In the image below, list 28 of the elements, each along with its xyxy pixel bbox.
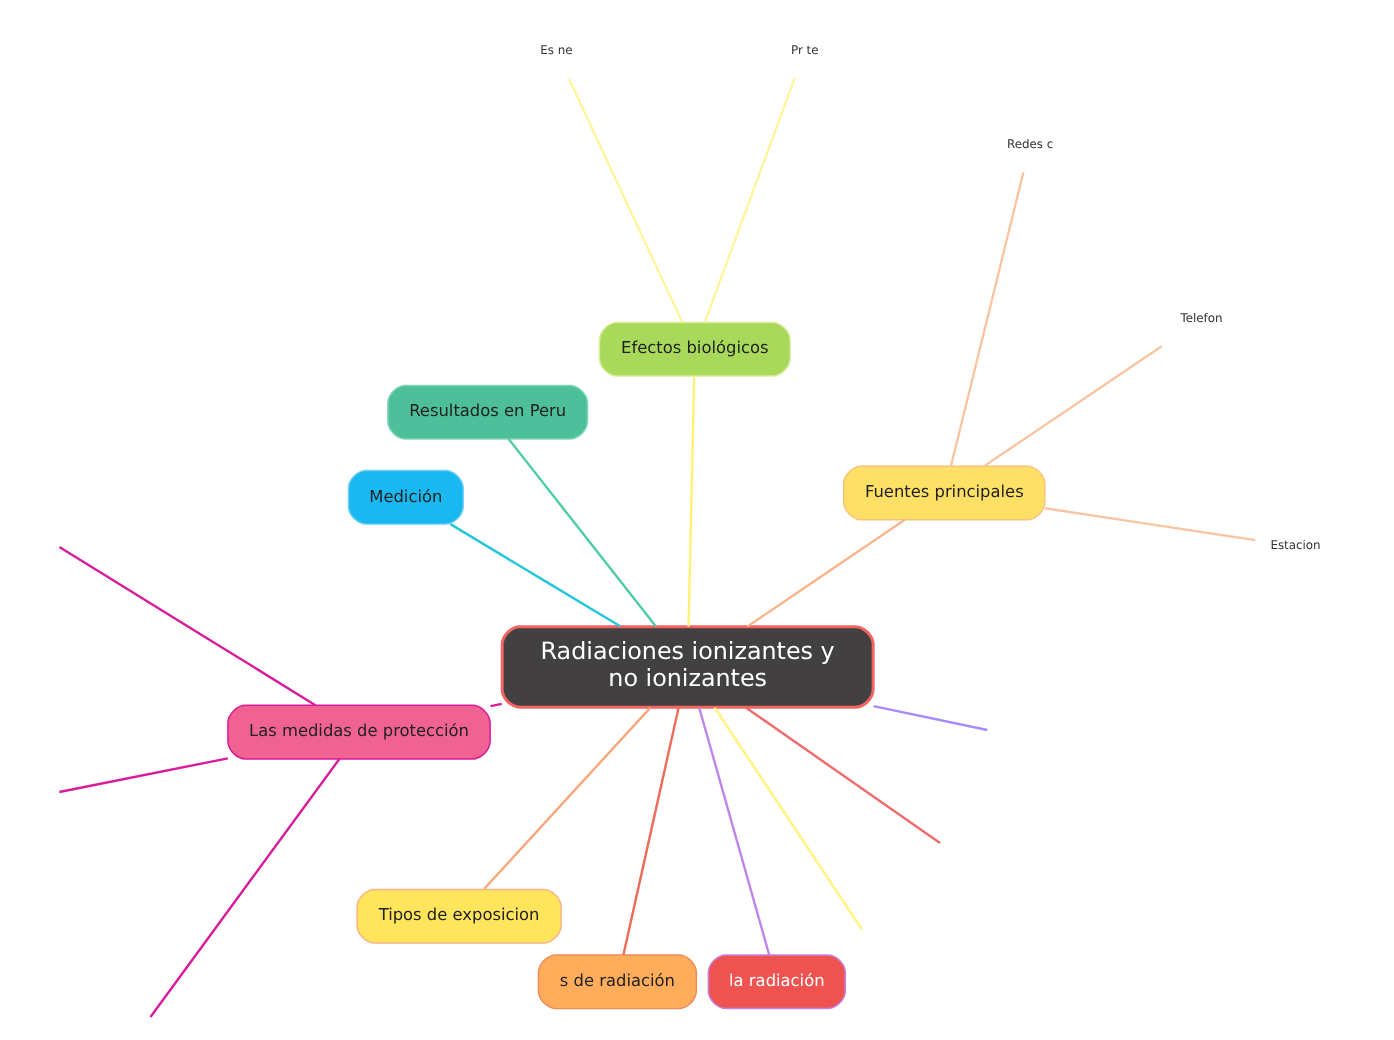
connector [983, 344, 1163, 466]
connector [567, 77, 684, 322]
connector [687, 375, 696, 626]
connector [698, 706, 771, 955]
connector [873, 703, 988, 731]
connector [713, 705, 863, 930]
connector [1044, 506, 1256, 541]
connector [949, 171, 1025, 465]
connector [58, 544, 317, 706]
node-box: Fuentes principales [843, 464, 1046, 520]
connector [622, 706, 680, 955]
node-box: Efectos biológicos [598, 320, 791, 376]
connector [59, 756, 229, 793]
connector [703, 76, 796, 322]
node-box: Las medidas de protección [227, 703, 491, 759]
connector [507, 437, 657, 627]
connector [746, 517, 906, 627]
node-box: Tipos de exposicion [356, 887, 562, 943]
node-box: la radiación [707, 953, 847, 1009]
node-box: Medición [347, 468, 464, 524]
node-box: s de radiación [537, 953, 698, 1009]
node-box: Resultados en Peru [387, 383, 589, 439]
connector [449, 522, 621, 627]
connector [745, 705, 941, 843]
node-box: Radiaciones ionizantes y no ionizantes [500, 624, 875, 708]
connector [483, 705, 652, 889]
connector [149, 757, 341, 1017]
connector [490, 701, 502, 707]
